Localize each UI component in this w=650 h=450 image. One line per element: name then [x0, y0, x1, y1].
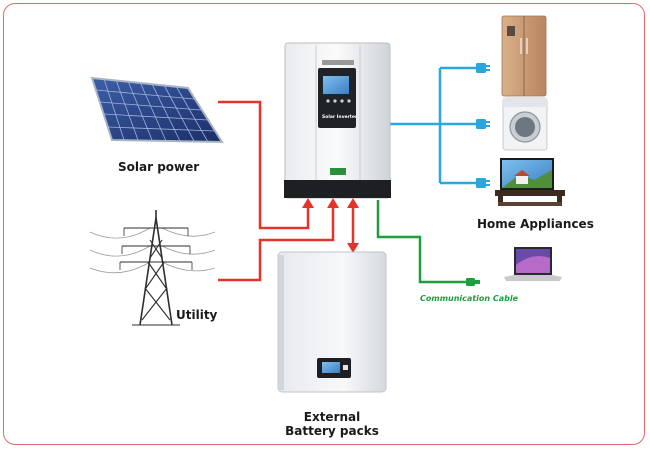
solar-power-line [218, 100, 310, 230]
diagram-frame [3, 3, 645, 445]
comm-plug-icon [466, 278, 480, 286]
utility-label: Utility [176, 308, 218, 322]
home-appliances-label: Home Appliances [477, 217, 594, 231]
power-tower-icon [89, 210, 216, 326]
battery-label-line1: External [303, 410, 361, 424]
solar-power-label: Solar power [118, 160, 200, 174]
power-lines [218, 100, 355, 282]
communication-line [376, 200, 468, 284]
battery-pack-icon [277, 251, 387, 393]
laptop-icon [504, 247, 562, 281]
tv-icon [495, 158, 565, 206]
communication-cable-label: Communication Cable [420, 294, 519, 303]
inverter-panel-label: Solar Inverter [322, 114, 358, 120]
washing-machine-icon [502, 97, 548, 151]
inverter-icon: Solar Inverter [284, 42, 391, 199]
appliance-lines [390, 66, 478, 185]
plug-icon [476, 63, 490, 188]
power-arrows [302, 198, 359, 253]
solar-panel-icon [90, 76, 224, 144]
refrigerator-icon [501, 15, 547, 97]
utility-power-line [218, 205, 335, 282]
battery-label-line2: Battery packs [285, 424, 379, 438]
